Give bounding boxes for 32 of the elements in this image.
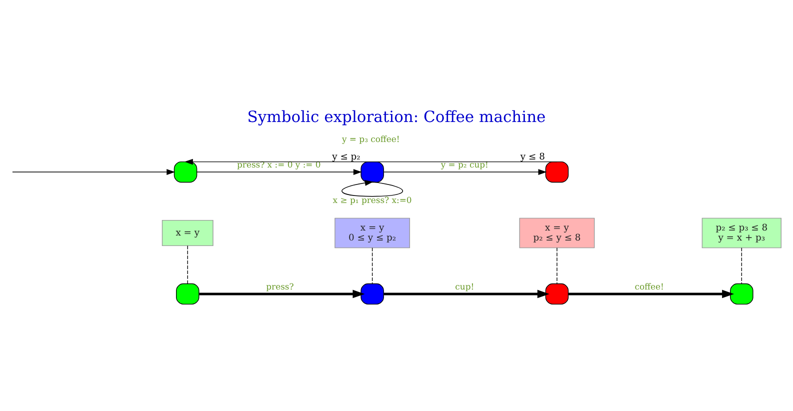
edge-label: press? [266,281,294,292]
node-box [176,283,200,305]
node-box [545,283,569,305]
node-box [174,161,198,183]
node-box: x = y 0 ≤ y ≤ p₂ [334,218,410,248]
arrow [384,169,547,175]
arrow [196,169,362,175]
connector [187,245,188,284]
edge-label: coffee! [634,281,664,292]
edge-label: y = p₃ coffee! [342,134,400,144]
connector [741,247,742,284]
connector [372,247,373,284]
node-box: p₂ ≤ p₃ ≤ 8 y = x + p₃ [702,218,782,248]
arrow [568,290,734,298]
node-box [730,283,754,305]
node-box: x = y [162,220,214,246]
arrow [342,180,404,197]
node-box [360,283,384,305]
edge-label: cup! [455,281,474,292]
node-label: y ≤ 8 [520,151,545,162]
arrow [184,158,558,165]
edge-label: x ≥ p₁ press? x:=0 [332,195,412,206]
node-box: x = y p₂ ≤ y ≤ 8 [519,218,595,248]
node-box [545,161,569,183]
arrow [199,290,365,298]
connector [556,247,558,284]
edge-label: y = p₂ cup! [440,160,488,170]
node-label: y ≤ p₂ [332,151,360,162]
arrow [12,169,176,175]
node-box [360,161,384,183]
arrow [384,290,550,298]
diagram-title: Symbolic exploration: Coffee machine [247,108,546,126]
